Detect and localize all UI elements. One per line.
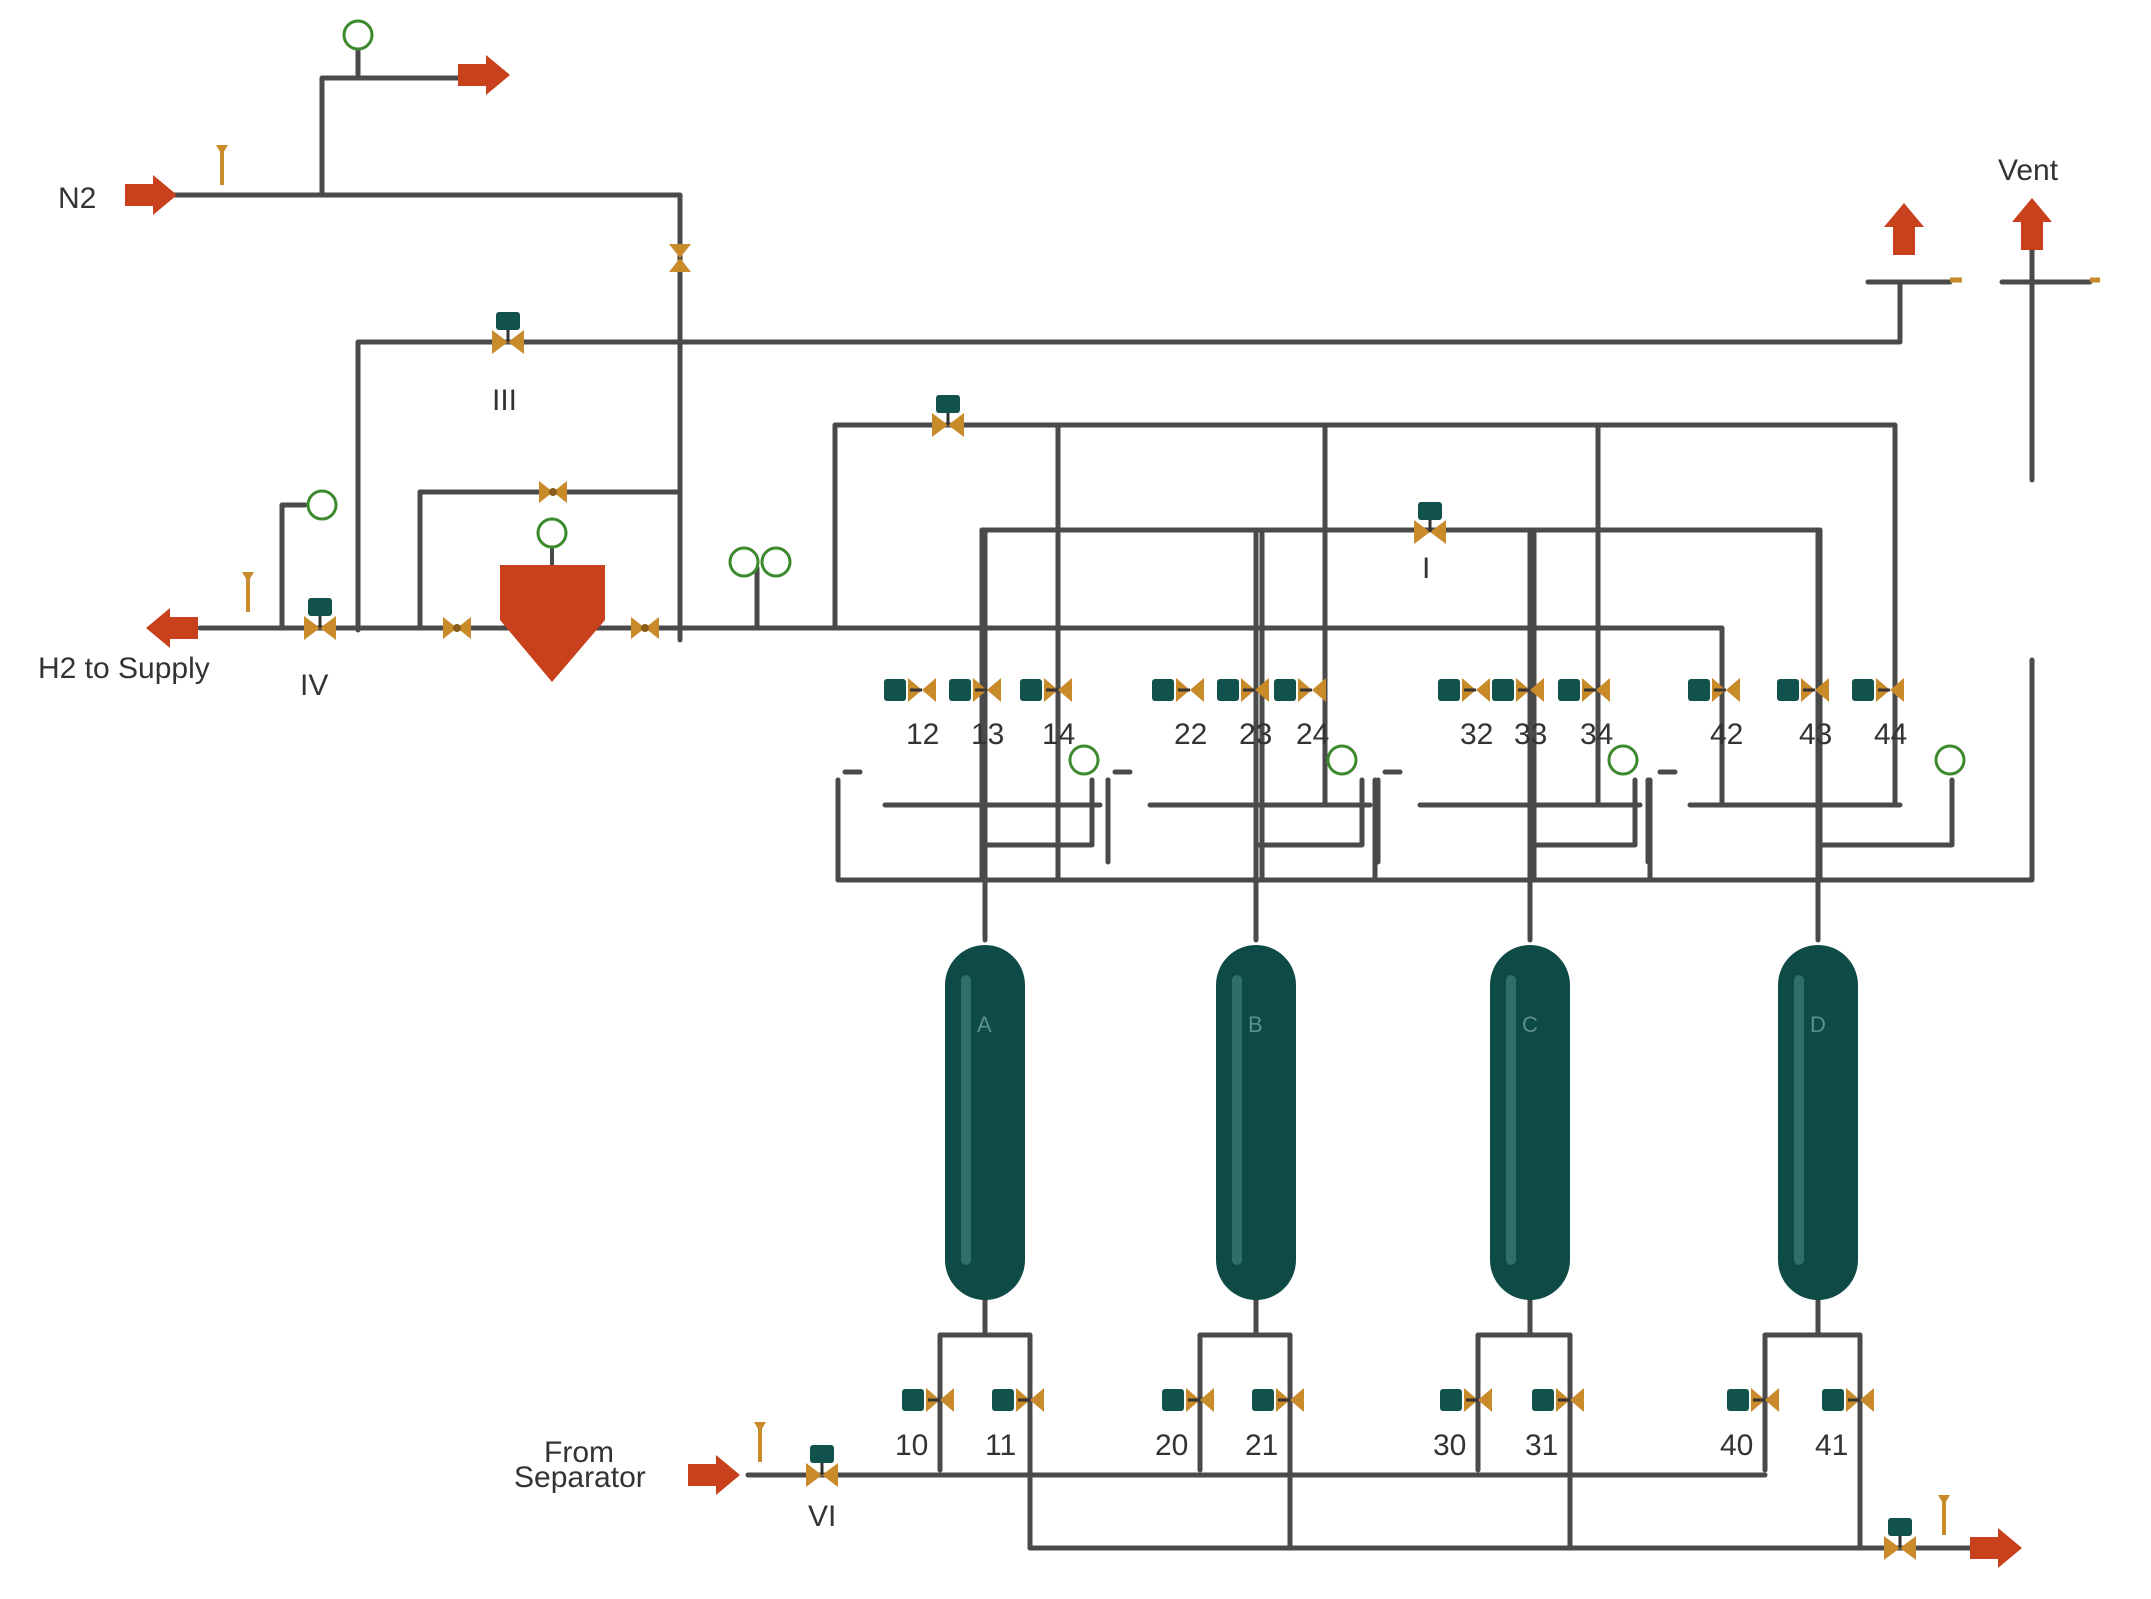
valve-tag-label: 31: [1525, 1429, 1558, 1462]
bypass-hand-valve: [539, 481, 567, 503]
valve-tag-label: 30: [1433, 1429, 1466, 1462]
top-outlet-arrow: [1884, 203, 1924, 255]
valve-t42[interactable]: [1686, 676, 1742, 704]
vessel-label: C: [1522, 1012, 1538, 1037]
vessels: A B C D: [945, 945, 1858, 1300]
tank-outlet-valve: [631, 617, 659, 639]
valve-t32[interactable]: [1436, 676, 1492, 704]
valve-tag-label: 34: [1580, 718, 1613, 751]
vent-arrow: [2012, 198, 2052, 250]
valve-vi[interactable]: [804, 1443, 840, 1489]
separator-relief-valve: [752, 1420, 768, 1464]
valve-t14[interactable]: [1018, 676, 1074, 704]
vessel-label: D: [1810, 1012, 1826, 1037]
n2-inlet-arrow: [125, 175, 177, 215]
valve-t12[interactable]: [882, 676, 938, 704]
valve-t13[interactable]: [947, 676, 1003, 704]
valve-tag-label: 12: [906, 718, 939, 751]
vessel-label: B: [1248, 1012, 1263, 1037]
valve-b10[interactable]: [900, 1386, 956, 1414]
valve-tag-label: 43: [1799, 718, 1832, 751]
valve-tag-label: 22: [1174, 718, 1207, 751]
valve-tag-label: 24: [1296, 718, 1329, 751]
vessel-a: A: [945, 945, 1025, 1300]
outlet-relief-valve: [1936, 1493, 1952, 1537]
vessel-c: C: [1490, 945, 1570, 1300]
valve-tag-label: 44: [1874, 718, 1907, 751]
vessel-b-gauge: [1326, 744, 1358, 776]
actuated-valves: [302, 310, 1918, 1562]
bottom-outlet-arrow: [1970, 1528, 2022, 1568]
valve-b40[interactable]: [1725, 1386, 1781, 1414]
valve-tag-label: 10: [895, 1429, 928, 1462]
h2-pressure-gauge: [306, 489, 338, 521]
valve-iv[interactable]: [302, 596, 338, 642]
n2-relief-valve: [214, 143, 230, 187]
valve-tag-label: 20: [1155, 1429, 1188, 1462]
separator-inlet-arrow: [688, 1455, 740, 1495]
valve-b21[interactable]: [1250, 1386, 1306, 1414]
vessel-label: A: [977, 1012, 992, 1037]
valve-tag-label: IV: [300, 669, 328, 702]
h2-supply-arrow: [146, 608, 198, 648]
separator-label: Separator: [514, 1461, 646, 1494]
vessel-b: B: [1216, 945, 1296, 1300]
h2-relief-valve: [240, 570, 256, 614]
tank-inlet-valve: [443, 617, 471, 639]
valve-tag-label: 13: [971, 718, 1004, 751]
hand-valves: [214, 143, 2100, 1537]
valve-iii[interactable]: [490, 310, 526, 356]
valve-t24[interactable]: [1272, 676, 1328, 704]
tank-pressure-gauge: [536, 517, 568, 549]
valve-t22[interactable]: [1150, 676, 1206, 704]
header-gauge-1: [728, 546, 760, 578]
n2-outlet-arrow: [458, 55, 510, 95]
valve-outlet[interactable]: [1882, 1516, 1918, 1562]
valve-tag-label: 14: [1042, 718, 1075, 751]
valve-b20[interactable]: [1160, 1386, 1216, 1414]
valve-tag-labels: 12 13 14 22 23 24 32 33 34 42 43 44 10 11 20 21 30 31 40 41…: [300, 384, 1907, 1533]
vessel-d: D: [1778, 945, 1858, 1300]
valve-tag-label: 42: [1710, 718, 1743, 751]
valve-tag-label: I: [1422, 552, 1430, 585]
labels: N2 H2 to Supply From Separator Vent: [38, 154, 2059, 1494]
valve-tag-label: VI: [808, 1500, 836, 1533]
valve-b11[interactable]: [990, 1386, 1046, 1414]
valve-top-bypass[interactable]: [930, 393, 966, 439]
valve-b41[interactable]: [1820, 1386, 1876, 1414]
h2-supply-label: H2 to Supply: [38, 652, 210, 685]
buffer-tank: [500, 548, 605, 682]
valve-tag-label: 21: [1245, 1429, 1278, 1462]
header-gauge-2: [760, 546, 792, 578]
valve-tag-label: 32: [1460, 718, 1493, 751]
valve-t34[interactable]: [1556, 676, 1612, 704]
valve-tag-label: 11: [985, 1429, 1016, 1462]
valve-tag-label: 40: [1720, 1429, 1753, 1462]
vessel-d-gauge: [1934, 744, 1966, 776]
valve-tag-label: 41: [1815, 1429, 1848, 1462]
valve-b31[interactable]: [1530, 1386, 1586, 1414]
from-label: From: [544, 1436, 614, 1469]
valve-i[interactable]: [1412, 500, 1448, 546]
piping: [142, 42, 2093, 1551]
valve-tag-label: 23: [1239, 718, 1272, 751]
vent-label: Vent: [1998, 154, 2059, 187]
valve-tag-label: 33: [1514, 718, 1547, 751]
n2-drop-valve: [669, 244, 691, 272]
n2-label: N2: [58, 182, 96, 215]
valve-tag-label: III: [492, 384, 517, 417]
n2-pressure-gauge: [342, 19, 374, 51]
valve-b30[interactable]: [1438, 1386, 1494, 1414]
